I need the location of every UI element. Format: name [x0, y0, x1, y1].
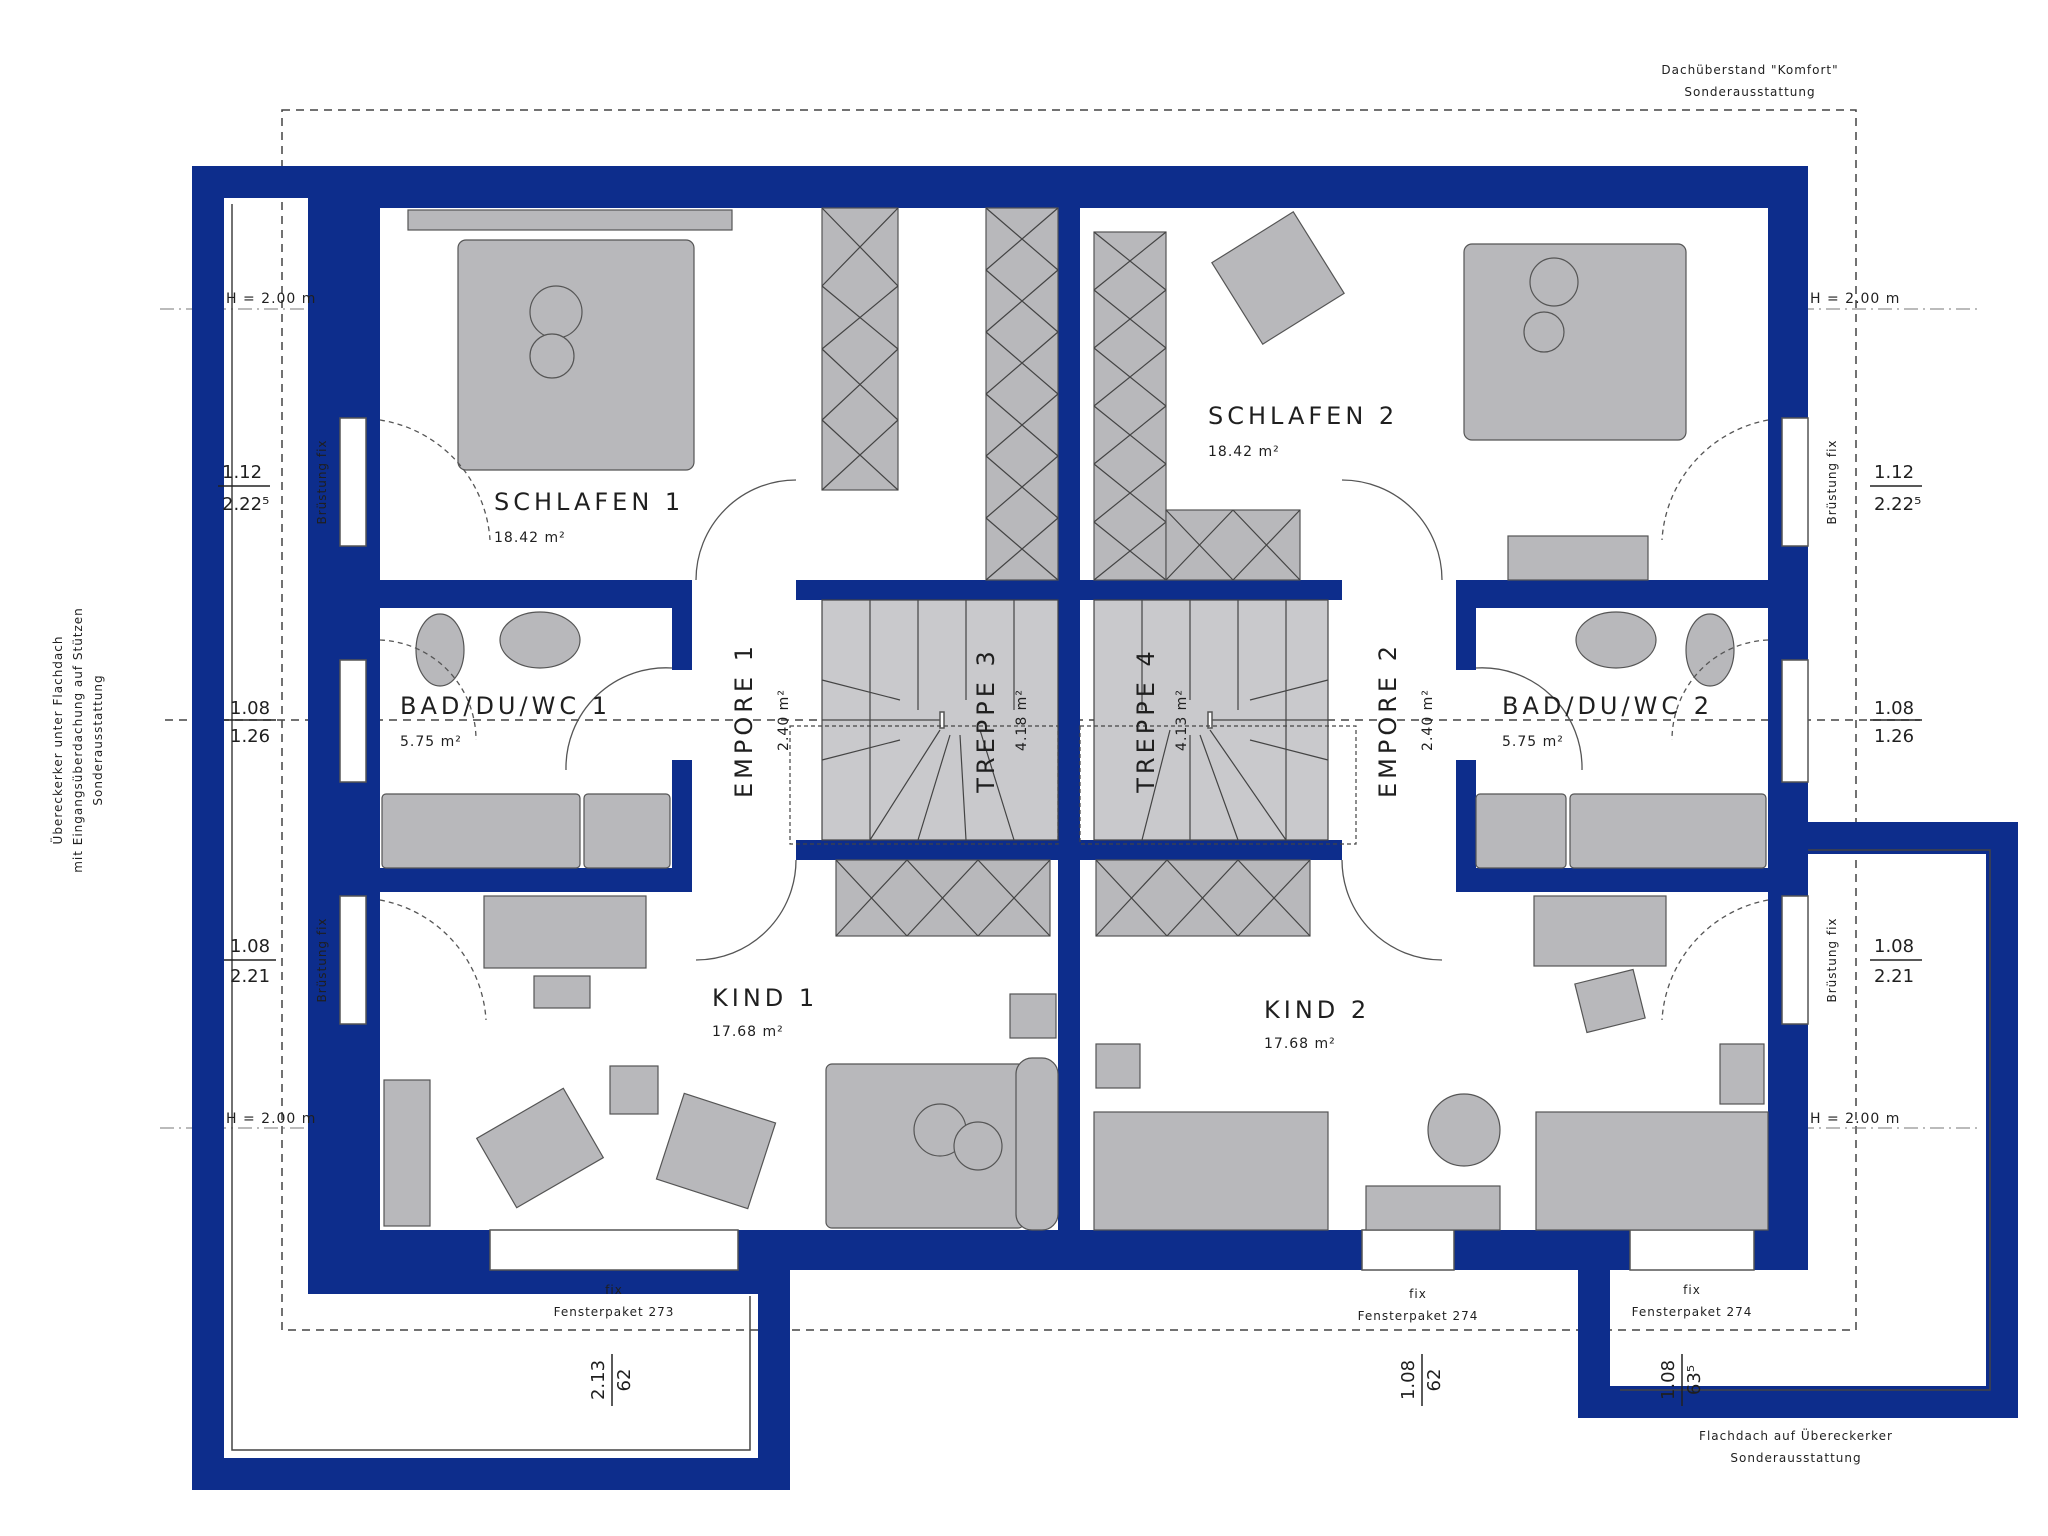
svg-text:1.12: 1.12 [222, 462, 262, 483]
fenster-paket-274-b: Fensterpaket 274 [1632, 1305, 1753, 1319]
room-kind-1-name: KIND 1 [712, 984, 818, 1012]
room-kind-2-name: KIND 2 [1264, 996, 1370, 1024]
overhang-label: Dachüberstand "Komfort" [1661, 63, 1838, 77]
fenster-paket-274-a: Fensterpaket 274 [1358, 1309, 1479, 1323]
doors [379, 419, 1769, 1021]
left-annotation-line-1: Übereckerker unter Flachdach [49, 636, 65, 845]
right-bay-inner-line [1620, 849, 1991, 1391]
room-schlafen-2-name: SCHLAFEN 2 [1208, 402, 1398, 430]
fix-label-1: fix [605, 1283, 623, 1297]
room-kind-2-area: 17.68 m² [1264, 1036, 1336, 1052]
dimension-right-bottom: 1.08 2.21 [1870, 936, 1922, 987]
height-label-top-left: H = 2.00 m [226, 291, 316, 307]
room-treppe-4-name: TREPPE 4 [1132, 647, 1160, 794]
room-schlafen-2-area: 18.42 m² [1208, 444, 1280, 460]
room-bad-2-name: BAD/DU/WC 2 [1502, 692, 1713, 720]
room-empore-2-area: 2.40 m² [1420, 689, 1436, 751]
svg-text:1.08: 1.08 [1874, 936, 1914, 957]
brustung-label-left-top: Brüstung fix [315, 439, 329, 524]
left-annotation-line-3: Sonderausstattung [91, 674, 105, 805]
dimension-right-mid: 1.08 1.26 [1870, 698, 1922, 747]
left-bay-inner-line [231, 204, 751, 1451]
brustung-label-right-top: Brüstung fix [1825, 439, 1839, 524]
svg-text:1.12: 1.12 [1874, 462, 1914, 483]
dimension-bottom-mid: 1.08 62 [1398, 1354, 1445, 1406]
beds [407, 209, 1769, 1231]
overhang-sublabel: Sonderausstattung [1684, 85, 1815, 99]
bottom-right-annotation-2: Sonderausstattung [1730, 1451, 1861, 1465]
room-bad-1-name: BAD/DU/WC 1 [400, 692, 611, 720]
room-schlafen-1-area: 18.42 m² [494, 530, 566, 546]
room-empore-2-name: EMPORE 2 [1374, 642, 1402, 798]
fenster-paket-273: Fensterpaket 273 [554, 1305, 675, 1319]
svg-text:62: 62 [1424, 1369, 1445, 1392]
svg-text:1.26: 1.26 [1874, 726, 1914, 747]
room-treppe-3-name: TREPPE 3 [972, 647, 1000, 794]
svg-text:62: 62 [614, 1369, 635, 1392]
brustung-label-left-bottom: Brüstung fix [315, 917, 329, 1002]
dimension-left-bottom: 1.08 2.21 [224, 936, 276, 987]
brustung-label-right-bottom: Brüstung fix [1825, 917, 1839, 1002]
svg-text:2.22⁵: 2.22⁵ [222, 494, 269, 515]
room-treppe-3-area: 4.18 m² [1014, 689, 1030, 751]
bottom-right-annotation-1: Flachdach auf Übereckerker [1699, 1427, 1893, 1443]
svg-text:63⁵: 63⁵ [1684, 1365, 1705, 1395]
dimension-left-top: 1.12 2.22⁵ [218, 462, 270, 515]
height-label-top-right: H = 2.00 m [1810, 291, 1900, 307]
stairs [789, 599, 1357, 845]
room-treppe-4-area: 4.13 m² [1174, 689, 1190, 751]
svg-text:2.13: 2.13 [588, 1360, 609, 1400]
svg-text:2.22⁵: 2.22⁵ [1874, 494, 1921, 515]
fix-label-3: fix [1683, 1283, 1701, 1297]
fix-label-2: fix [1409, 1287, 1427, 1301]
svg-text:1.08: 1.08 [230, 698, 270, 719]
bathroom-fixtures [381, 611, 1767, 869]
dimension-right-top: 1.12 2.22⁵ [1870, 462, 1922, 515]
dimension-left-mid: 1.08 1.26 [224, 698, 276, 747]
svg-text:2.21: 2.21 [1874, 966, 1914, 987]
windows [339, 417, 1809, 1271]
dimension-bottom-right: 1.08 63⁵ [1658, 1354, 1705, 1406]
height-label-bottom-right: H = 2.00 m [1810, 1111, 1900, 1127]
svg-text:1.26: 1.26 [230, 726, 270, 747]
room-schlafen-1-name: SCHLAFEN 1 [494, 488, 684, 516]
svg-text:1.08: 1.08 [1874, 698, 1914, 719]
dimension-bottom-left: 2.13 62 [588, 1354, 635, 1406]
svg-text:1.08: 1.08 [230, 936, 270, 957]
height-label-bottom-left: H = 2.00 m [226, 1111, 316, 1127]
left-bay-wall [192, 166, 790, 1490]
room-bad-2-area: 5.75 m² [1502, 734, 1564, 750]
svg-text:1.08: 1.08 [1658, 1360, 1679, 1400]
furniture-misc [383, 211, 1765, 1227]
room-empore-1-area: 2.40 m² [776, 689, 792, 751]
room-empore-1-name: EMPORE 1 [730, 642, 758, 798]
svg-text:2.21: 2.21 [230, 966, 270, 987]
svg-text:1.08: 1.08 [1398, 1360, 1419, 1400]
interior-walls [380, 208, 1768, 1230]
room-bad-1-area: 5.75 m² [400, 734, 462, 750]
wardrobes [821, 207, 1311, 937]
room-kind-1-area: 17.68 m² [712, 1024, 784, 1040]
left-annotation-line-2: mit Eingangsüberdachung auf Stützen [71, 607, 85, 873]
